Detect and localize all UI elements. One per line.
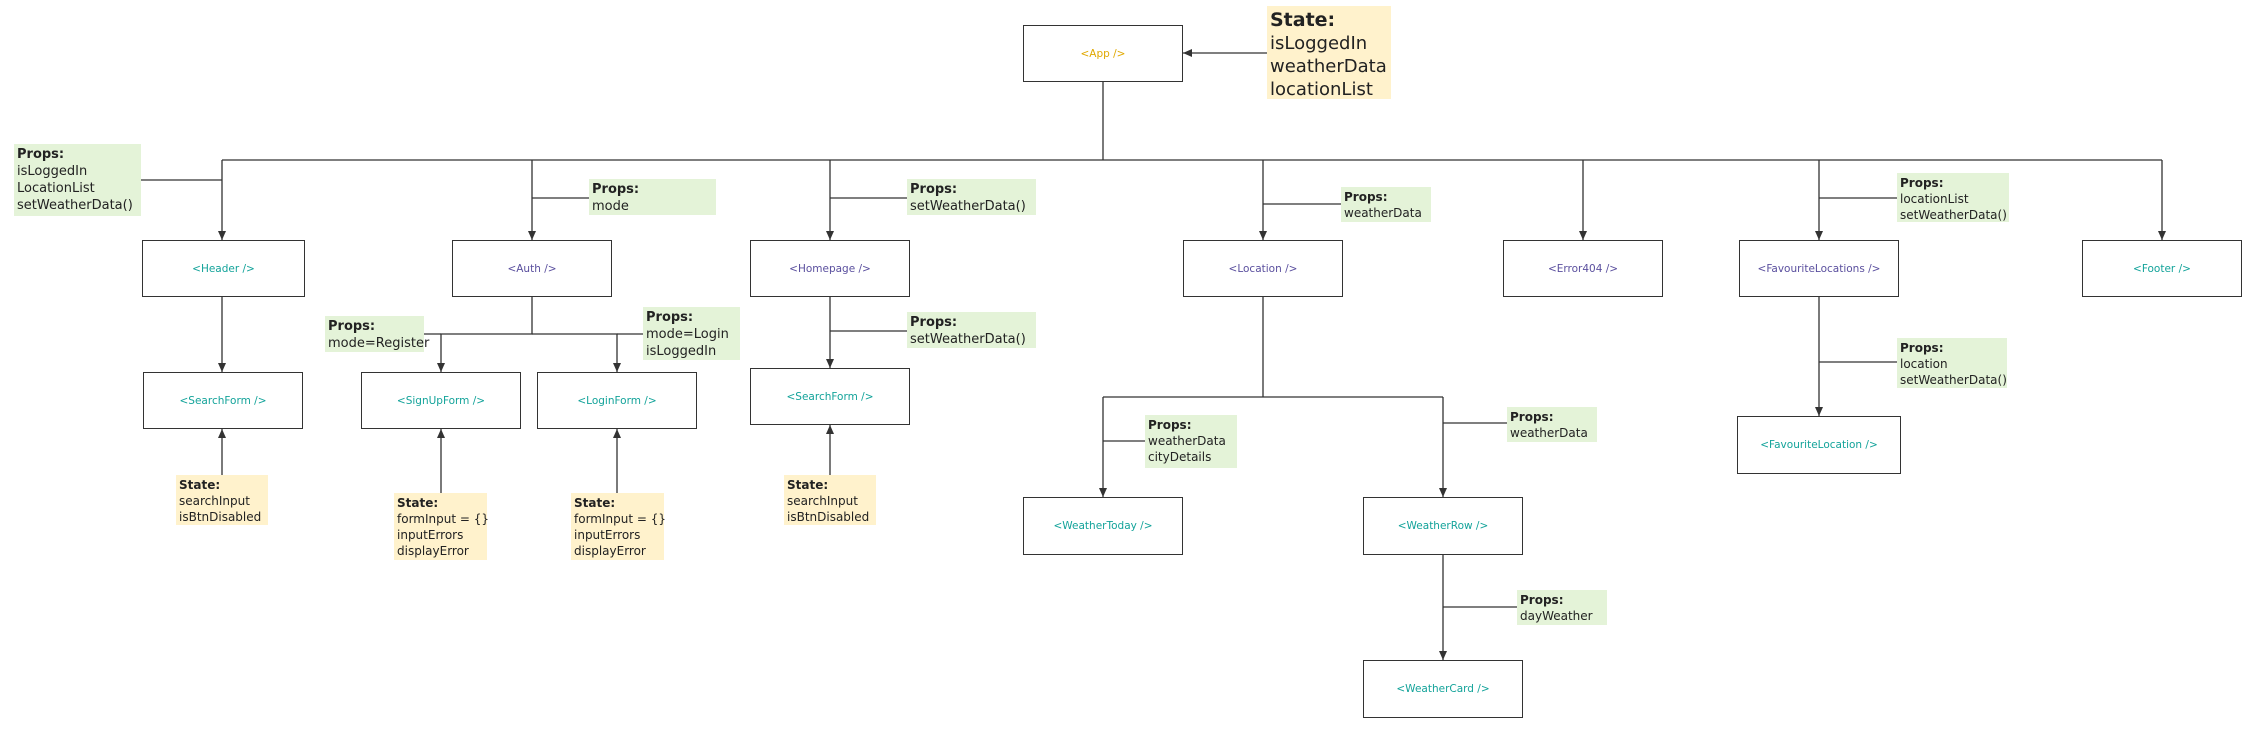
note-line: isBtnDisabled	[179, 510, 262, 524]
auth-branch-line-right	[532, 333, 621, 372]
note-line: setWeatherData()	[1900, 208, 2007, 222]
weather-card-props-note: Props: dayWeather	[1517, 590, 1607, 625]
error404-node: <Error404 />	[1503, 240, 1663, 297]
note-line: inputErrors	[574, 528, 641, 542]
note-title: State:	[574, 496, 616, 510]
homepage-search-form-node: <SearchForm />	[750, 368, 910, 425]
note-line: weatherData	[1344, 206, 1422, 220]
note-line: LocationList	[17, 181, 95, 196]
note-line: displayError	[397, 544, 469, 558]
signup-state-note: State: formInput = {} inputErrors displa…	[394, 493, 490, 560]
note-title: Props:	[1510, 410, 1554, 424]
note-line: locationList	[1270, 79, 1373, 100]
header-search-form-node: <SearchForm />	[143, 372, 303, 429]
weather-today-props-note: Props: weatherData cityDetails	[1145, 415, 1237, 468]
signup-form-node: <SignUpForm />	[361, 372, 521, 429]
note-line: setWeatherData()	[1900, 373, 2007, 387]
favourite-location-node: <FavouriteLocation />	[1737, 416, 1901, 474]
note-line: inputErrors	[397, 528, 464, 542]
app-node: <App />	[1023, 25, 1183, 82]
app-state-note: State: isLoggedIn weatherData locationLi…	[1267, 6, 1391, 100]
note-title: State:	[1270, 9, 1336, 31]
note-line: cityDetails	[1148, 450, 1212, 464]
note-title: Props:	[1344, 190, 1388, 204]
note-line: setWeatherData()	[910, 332, 1026, 347]
note-line: isLoggedIn	[646, 344, 717, 359]
homepage-search-props-note: Props: setWeatherData()	[907, 312, 1036, 348]
note-title: State:	[397, 496, 439, 510]
auth-branch-line	[437, 297, 533, 372]
signup-props-note: Props: mode=Register	[325, 316, 430, 352]
note-line: formInput = {}	[397, 512, 490, 526]
header-node: <Header />	[142, 240, 305, 297]
homepage-props-note: Props: setWeatherData()	[907, 179, 1036, 215]
note-title: State:	[787, 478, 829, 492]
note-title: Props:	[1900, 176, 1944, 190]
favourite-locations-node: <FavouriteLocations />	[1739, 240, 1899, 297]
favourite-locations-props-note: Props: locationList setWeatherData()	[1897, 173, 2009, 222]
footer-node: <Footer />	[2082, 240, 2242, 297]
homepage-node: <Homepage />	[750, 240, 910, 297]
note-line: isLoggedIn	[1270, 33, 1368, 54]
note-title: Props:	[1520, 593, 1564, 607]
login-state-note: State: formInput = {} inputErrors displa…	[571, 493, 667, 560]
note-line: isLoggedIn	[17, 164, 88, 179]
note-line: dayWeather	[1520, 609, 1593, 623]
header-props-note: Props: isLoggedIn LocationList setWeathe…	[14, 144, 141, 216]
auth-node: <Auth />	[452, 240, 612, 297]
login-form-node: <LoginForm />	[537, 372, 697, 429]
auth-props-note: Props: mode	[589, 179, 716, 215]
note-line: setWeatherData()	[17, 198, 133, 213]
note-line: weatherData	[1148, 434, 1226, 448]
note-line: formInput = {}	[574, 512, 667, 526]
note-title: Props:	[592, 182, 640, 197]
note-title: Props:	[646, 310, 694, 325]
note-title: Props:	[910, 315, 958, 330]
note-line: searchInput	[787, 494, 858, 508]
note-line: isBtnDisabled	[787, 510, 870, 524]
note-line: mode=Login	[646, 327, 729, 342]
favourite-location-props-note: Props: location setWeatherData()	[1897, 338, 2007, 388]
note-title: State:	[179, 478, 221, 492]
note-title: Props:	[1148, 418, 1192, 432]
location-node: <Location />	[1183, 240, 1343, 297]
login-props-note: Props: mode=Login isLoggedIn	[643, 307, 740, 360]
weather-today-node: <WeatherToday />	[1023, 497, 1183, 555]
weather-row-node: <WeatherRow />	[1363, 497, 1523, 555]
note-line: location	[1900, 357, 1948, 371]
note-line: mode	[592, 199, 629, 214]
weather-row-props-note: Props: weatherData	[1507, 407, 1597, 442]
note-line: weatherData	[1270, 56, 1387, 77]
location-props-note: Props: weatherData	[1341, 187, 1431, 222]
note-line: displayError	[574, 544, 646, 558]
header-search-state-note: State: searchInput isBtnDisabled	[176, 475, 268, 525]
note-title: Props:	[17, 147, 65, 162]
note-line: locationList	[1900, 192, 1969, 206]
note-line: setWeatherData()	[910, 199, 1026, 214]
note-line: mode=Register	[328, 336, 430, 351]
note-title: Props:	[328, 319, 376, 334]
note-line: searchInput	[179, 494, 250, 508]
note-title: Props:	[1900, 341, 1944, 355]
note-title: Props:	[910, 182, 958, 197]
note-line: weatherData	[1510, 426, 1588, 440]
weather-card-node: <WeatherCard />	[1363, 660, 1523, 718]
homepage-search-state-note: State: searchInput isBtnDisabled	[784, 475, 876, 525]
